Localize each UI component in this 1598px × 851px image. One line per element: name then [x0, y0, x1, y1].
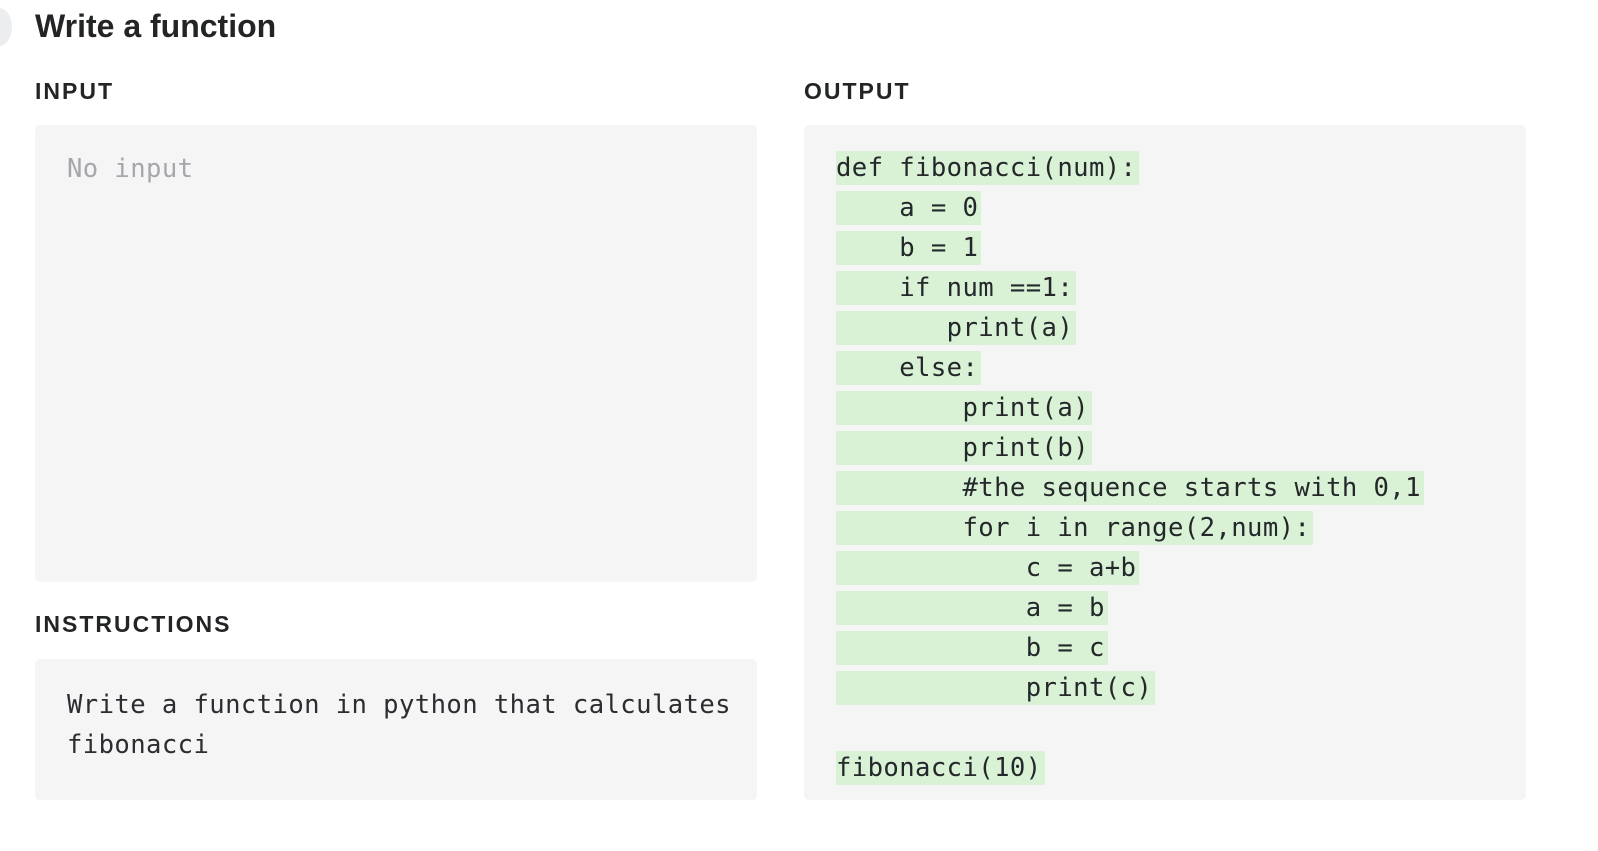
- output-panel[interactable]: def fibonacci(num): a = 0 b = 1 if num =…: [804, 125, 1526, 800]
- code-line: print(c): [836, 671, 1506, 711]
- page-title: Write a function: [35, 8, 277, 44]
- instructions-label: INSTRUCTIONS: [35, 611, 232, 637]
- input-panel[interactable]: No input: [35, 125, 757, 582]
- instructions-panel: Write a function in python that calculat…: [35, 659, 757, 800]
- code-line-text: a = 0: [836, 191, 982, 225]
- code-line: print(a): [836, 391, 1506, 431]
- code-line: if num ==1:: [836, 271, 1506, 311]
- code-line-text: for i in range(2,num):: [836, 511, 1314, 545]
- code-line: def fibonacci(num):: [836, 151, 1506, 191]
- code-line-text: b = 1: [836, 231, 982, 265]
- code-line: print(a): [836, 311, 1506, 351]
- collapse-handle-icon[interactable]: [0, 8, 12, 46]
- output-label: OUTPUT: [804, 78, 911, 104]
- input-placeholder: No input: [67, 154, 194, 184]
- code-line: b = c: [836, 631, 1506, 671]
- code-line-text: c = a+b: [836, 551, 1140, 585]
- code-line-text: else:: [836, 351, 982, 385]
- code-line-text: a = b: [836, 591, 1108, 625]
- code-line-text: b = c: [836, 631, 1108, 665]
- input-label: INPUT: [35, 78, 114, 104]
- code-line: a = 0: [836, 191, 1506, 231]
- code-line-text: print(a): [836, 391, 1092, 425]
- code-line-text: print(a): [836, 311, 1077, 345]
- code-line: [836, 711, 1506, 751]
- code-line: a = b: [836, 591, 1506, 631]
- instructions-text: Write a function in python that calculat…: [67, 690, 731, 760]
- code-line-text: def fibonacci(num):: [836, 151, 1140, 185]
- code-line-text: if num ==1:: [836, 271, 1077, 305]
- code-line-text: #the sequence starts with 0,1: [836, 471, 1424, 505]
- code-line: print(b): [836, 431, 1506, 471]
- code-line: #the sequence starts with 0,1: [836, 471, 1506, 511]
- code-line: else:: [836, 351, 1506, 391]
- code-line: fibonacci(10): [836, 751, 1506, 791]
- code-line: b = 1: [836, 231, 1506, 271]
- output-code-block: def fibonacci(num): a = 0 b = 1 if num =…: [836, 151, 1506, 791]
- code-line-text: fibonacci(10): [836, 751, 1045, 785]
- code-line-text: print(b): [836, 431, 1092, 465]
- code-line-text: print(c): [836, 671, 1156, 705]
- code-line: c = a+b: [836, 551, 1506, 591]
- code-line: for i in range(2,num):: [836, 511, 1506, 551]
